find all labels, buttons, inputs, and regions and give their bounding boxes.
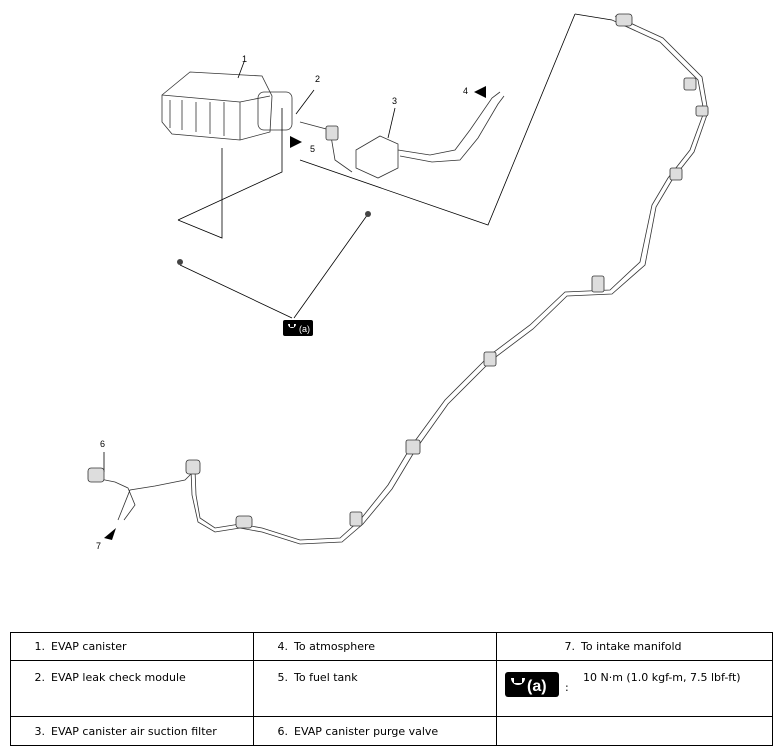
- evap-system-diagram: 1 2 3 4 5 6 7 (a): [87, 13, 709, 551]
- arrow-to-fuel-tank: [290, 136, 302, 148]
- legend-cell-1: 1.EVAP canister: [10, 632, 254, 661]
- callout-1: 1: [242, 54, 247, 64]
- legend-cell-6: 6.EVAP canister purge valve: [253, 716, 497, 746]
- callout-7: 7: [96, 541, 101, 551]
- legend-cell-4: 4.To atmosphere: [253, 632, 497, 661]
- legend-cell-5: 5.To fuel tank: [253, 660, 497, 717]
- wrench-icon: [288, 324, 296, 328]
- legend-row: 1.EVAP canister 4.To atmosphere 7.To int…: [10, 632, 773, 661]
- arrow-to-intake-manifold: [104, 528, 116, 540]
- legend-cell-2: 2.EVAP leak check module: [10, 660, 254, 717]
- callout-5: 5: [310, 144, 315, 154]
- legend-cell-torque: (a) : 10 N·m (1.0 kgf-m, 7.5 lbf-ft): [496, 660, 773, 717]
- legend-cell-7: 7.To intake manifold: [496, 632, 773, 661]
- legend-row: 2.EVAP leak check module 5.To fuel tank …: [10, 660, 773, 717]
- torque-icon-label: (a): [527, 678, 547, 695]
- torque-symbol-box: [283, 320, 313, 336]
- bolt: [177, 259, 183, 265]
- torque-value: 10 N·m (1.0 kgf-m, 7.5 lbf-ft): [583, 671, 741, 684]
- torque-colon: :: [565, 681, 569, 694]
- leak-check-module-shape: [257, 91, 293, 131]
- legend-row: 3.EVAP canister air suction filter 6.EVA…: [10, 716, 773, 746]
- legend-cell-3: 3.EVAP canister air suction filter: [10, 716, 254, 746]
- callout-2: 2: [315, 74, 320, 84]
- torque-symbol-label: (a): [299, 324, 310, 334]
- legend-cell-empty: [496, 716, 773, 746]
- legend-table: 1.EVAP canister 4.To atmosphere 7.To int…: [10, 632, 773, 746]
- torque-wrench-icon: (a): [505, 672, 559, 697]
- callout-6: 6: [100, 439, 105, 449]
- arrow-to-atmosphere: [474, 86, 486, 98]
- air-suction-filter-shape: [355, 135, 399, 179]
- evap-canister-shape: [161, 71, 273, 141]
- callout-3: 3: [392, 96, 397, 106]
- callout-4: 4: [463, 86, 468, 96]
- bolt: [365, 211, 371, 217]
- purge-hose: [117, 19, 705, 541]
